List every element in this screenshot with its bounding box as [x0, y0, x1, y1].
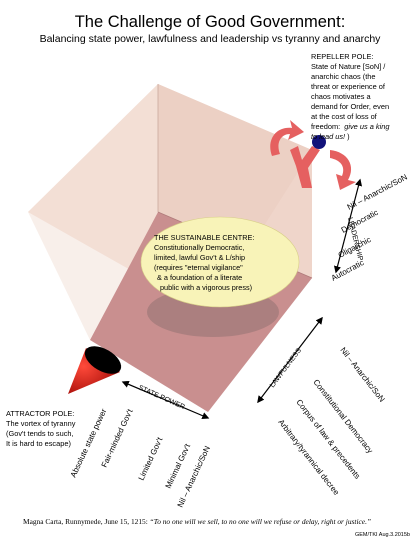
centre-line: limited, lawful Gov't & L/ship — [154, 253, 245, 262]
repeller-quote-end: to lead us! — [311, 132, 345, 141]
attractor-line: The vortex of tyranny — [6, 419, 76, 428]
lawfulness-axis-label: LAWFULNESS — [269, 347, 303, 389]
cube-left-face — [28, 84, 158, 340]
state-power-axis-arrow — [121, 380, 210, 420]
leadership-level: Nil – Anarchic/SoN — [346, 172, 409, 211]
attractor-line: (Gov't tends to such, — [6, 429, 74, 438]
repeller-line: demand for Order, even — [311, 102, 389, 111]
repeller-line: chaos motivates a — [311, 92, 371, 101]
repeller-arrow — [270, 120, 304, 156]
centre-line: public with a vigorous press) — [160, 283, 252, 292]
lawfulness-level: Arbitrary/tyrannical decree — [276, 418, 341, 498]
footer-quote: Magna Carta, Runnymede, June 15, 1215: “… — [23, 517, 371, 526]
sustainable-centre-text: THE SUSTAINABLE CENTRE: Constitutionally… — [154, 233, 254, 292]
state-power-level: Absolute state power — [69, 407, 109, 479]
repeller-close: ) — [347, 132, 349, 141]
lawfulness-axis-arrow — [257, 316, 323, 404]
repeller-line: threat or experience of — [311, 82, 386, 91]
centre-line: (requires "eternal vigilance" — [154, 263, 243, 272]
repeller-heading: REPELLER POLE: — [311, 52, 373, 61]
sustainable-centre-ellipse — [140, 216, 300, 308]
repeller-ball — [312, 135, 326, 149]
leadership-level: Autocratic — [330, 258, 366, 283]
repeller-arrow — [290, 146, 320, 188]
lawfulness-level: Nil – Anarchic/SoN — [338, 346, 386, 404]
repeller-line: State of Nature [SoN] / — [311, 62, 386, 71]
credit: GEM/TKI Aug.3.2015b — [355, 532, 410, 538]
state-power-level: Limited Gov't — [137, 435, 165, 482]
attractor-line: It is hard to escape) — [6, 439, 71, 448]
footer-prefix: Magna Carta, Runnymede, June 15, 1215: — [23, 517, 150, 526]
page-subtitle: Balancing state power, lawfulness and le… — [40, 33, 382, 45]
repeller-arrows — [270, 120, 356, 190]
repeller-line: anarchic chaos (the — [311, 72, 376, 81]
repeller-text: REPELLER POLE: State of Nature [SoN] / a… — [311, 52, 390, 141]
footer-magna-carta: “To no one will we sell, to no one will … — [150, 517, 371, 526]
repeller-line: freedom: — [311, 122, 340, 131]
cone-mouth — [84, 346, 122, 374]
centre-line: THE SUSTAINABLE CENTRE: — [154, 233, 254, 242]
repeller-line: at the cost of loss of — [311, 112, 378, 121]
attractor-heading: ATTRACTOR POLE: — [6, 409, 74, 418]
leadership-axis-arrow — [333, 178, 363, 274]
attractor-text: ATTRACTOR POLE: The vortex of tyranny (G… — [6, 409, 76, 448]
repeller-quote: give us a king — [344, 122, 390, 131]
leadership-level: Democratic — [340, 208, 380, 235]
lawfulness-level: Constitutional Democracy — [311, 378, 374, 455]
page-title: The Challenge of Good Government: — [75, 13, 346, 31]
centre-line: Constitutionally Democratic, — [154, 243, 244, 252]
repeller-line-7: freedom: give us a king — [311, 122, 390, 131]
repeller-arrow — [330, 150, 356, 190]
lawfulness-level: Corpus of law & precedents — [294, 398, 362, 481]
cone-body — [68, 348, 120, 394]
centre-line: & a foundation of a literate — [157, 273, 242, 282]
repeller-line-8: to lead us! ) — [311, 132, 350, 141]
attractor-cone — [68, 346, 122, 394]
